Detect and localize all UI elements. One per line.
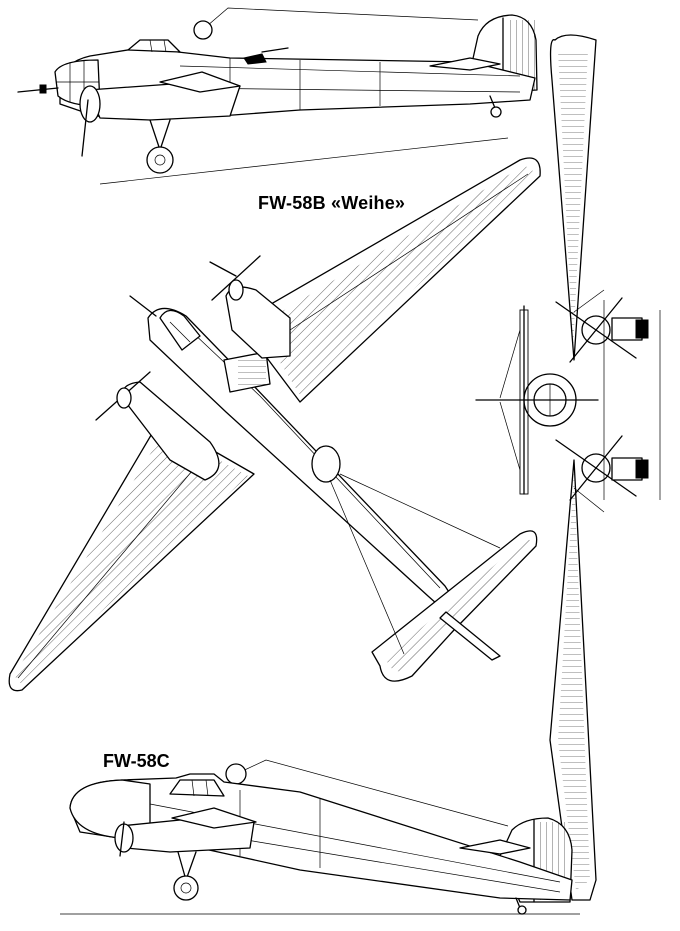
side-view-c bbox=[60, 759, 580, 915]
side-view-b bbox=[17, 7, 538, 185]
plan-view-b bbox=[8, 157, 541, 692]
front-view-b bbox=[475, 34, 661, 901]
title-fw58b: FW-58B «Weihe» bbox=[258, 193, 406, 213]
title-fw58c: FW-58C bbox=[103, 751, 170, 771]
